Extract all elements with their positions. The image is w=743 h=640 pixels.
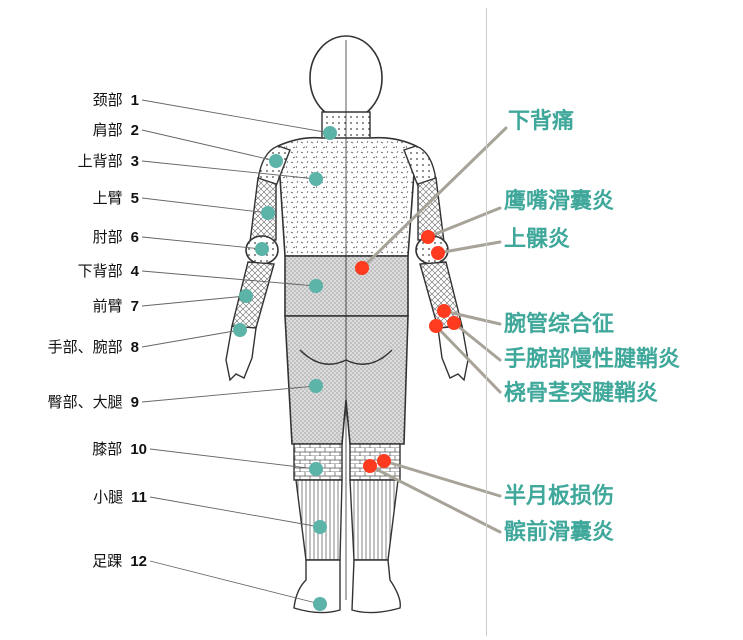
injury-dot-epicondylitis: [431, 246, 445, 260]
lower-back-region: [285, 256, 408, 316]
leader-line-ankle: [150, 561, 320, 604]
injury-dot-prepatellar-bursitis: [363, 459, 377, 473]
right-foot: [352, 560, 400, 613]
leader-line-calf: [150, 497, 320, 527]
left-forearm: [232, 262, 274, 328]
right-calf-region: [350, 480, 398, 560]
region-dot-shoulder: [269, 154, 283, 168]
injury-dot-de-quervain: [429, 319, 443, 333]
diagnosis-label-low-back-pain: 下背痛: [508, 109, 574, 135]
injury-dot-carpal-tunnel: [437, 304, 451, 318]
region-dot-neck: [323, 126, 337, 140]
injury-dot-olecranon-bursitis: [421, 230, 435, 244]
region-dot-forearm: [239, 289, 253, 303]
diagnosis-label-meniscus: 半月板损伤: [504, 484, 614, 510]
region-dot-hand-wrist: [233, 323, 247, 337]
diagnosis-label-prepatellar-bursitis: 髌前滑囊炎: [504, 520, 614, 546]
region-dot-elbow: [255, 242, 269, 256]
injury-dot-low-back-pain: [355, 261, 369, 275]
region-dot-calf: [313, 520, 327, 534]
leader-line-hand-wrist: [142, 330, 240, 347]
diagnosis-label-epicondylitis: 上髁炎: [504, 227, 570, 253]
diagnosis-label-wrist-tenosynovitis: 手腕部慢性腱鞘炎: [504, 347, 680, 373]
left-calf-region: [296, 480, 342, 560]
region-dot-ankle: [313, 597, 327, 611]
diagnosis-label-olecranon-bursitis: 鹰嘴滑囊炎: [504, 189, 614, 215]
leader-line-knee: [150, 449, 316, 469]
leader-line-elbow: [142, 237, 262, 249]
region-dot-hip-thigh: [309, 379, 323, 393]
leader-line-neck: [142, 100, 330, 133]
region-dot-knee: [309, 462, 323, 476]
leader-line-shoulder: [142, 130, 276, 161]
leader-line-meniscus: [384, 461, 500, 496]
leader-line-forearm: [142, 296, 246, 306]
region-dot-upper-arm: [261, 206, 275, 220]
vertical-divider: [486, 8, 487, 636]
region-dot-upper-back: [309, 172, 323, 186]
hip-thigh-region: [285, 316, 408, 444]
injury-dot-meniscus: [377, 454, 391, 468]
upper-back-region: [278, 138, 416, 256]
injury-dot-wrist-tenosynovitis: [447, 316, 461, 330]
region-dot-lower-back: [309, 279, 323, 293]
diagnosis-label-carpal-tunnel: 腕管综合征: [504, 312, 614, 338]
leader-line-upper-arm: [142, 198, 268, 213]
diagnosis-label-de-quervain: 桡骨茎突腱鞘炎: [504, 381, 658, 407]
